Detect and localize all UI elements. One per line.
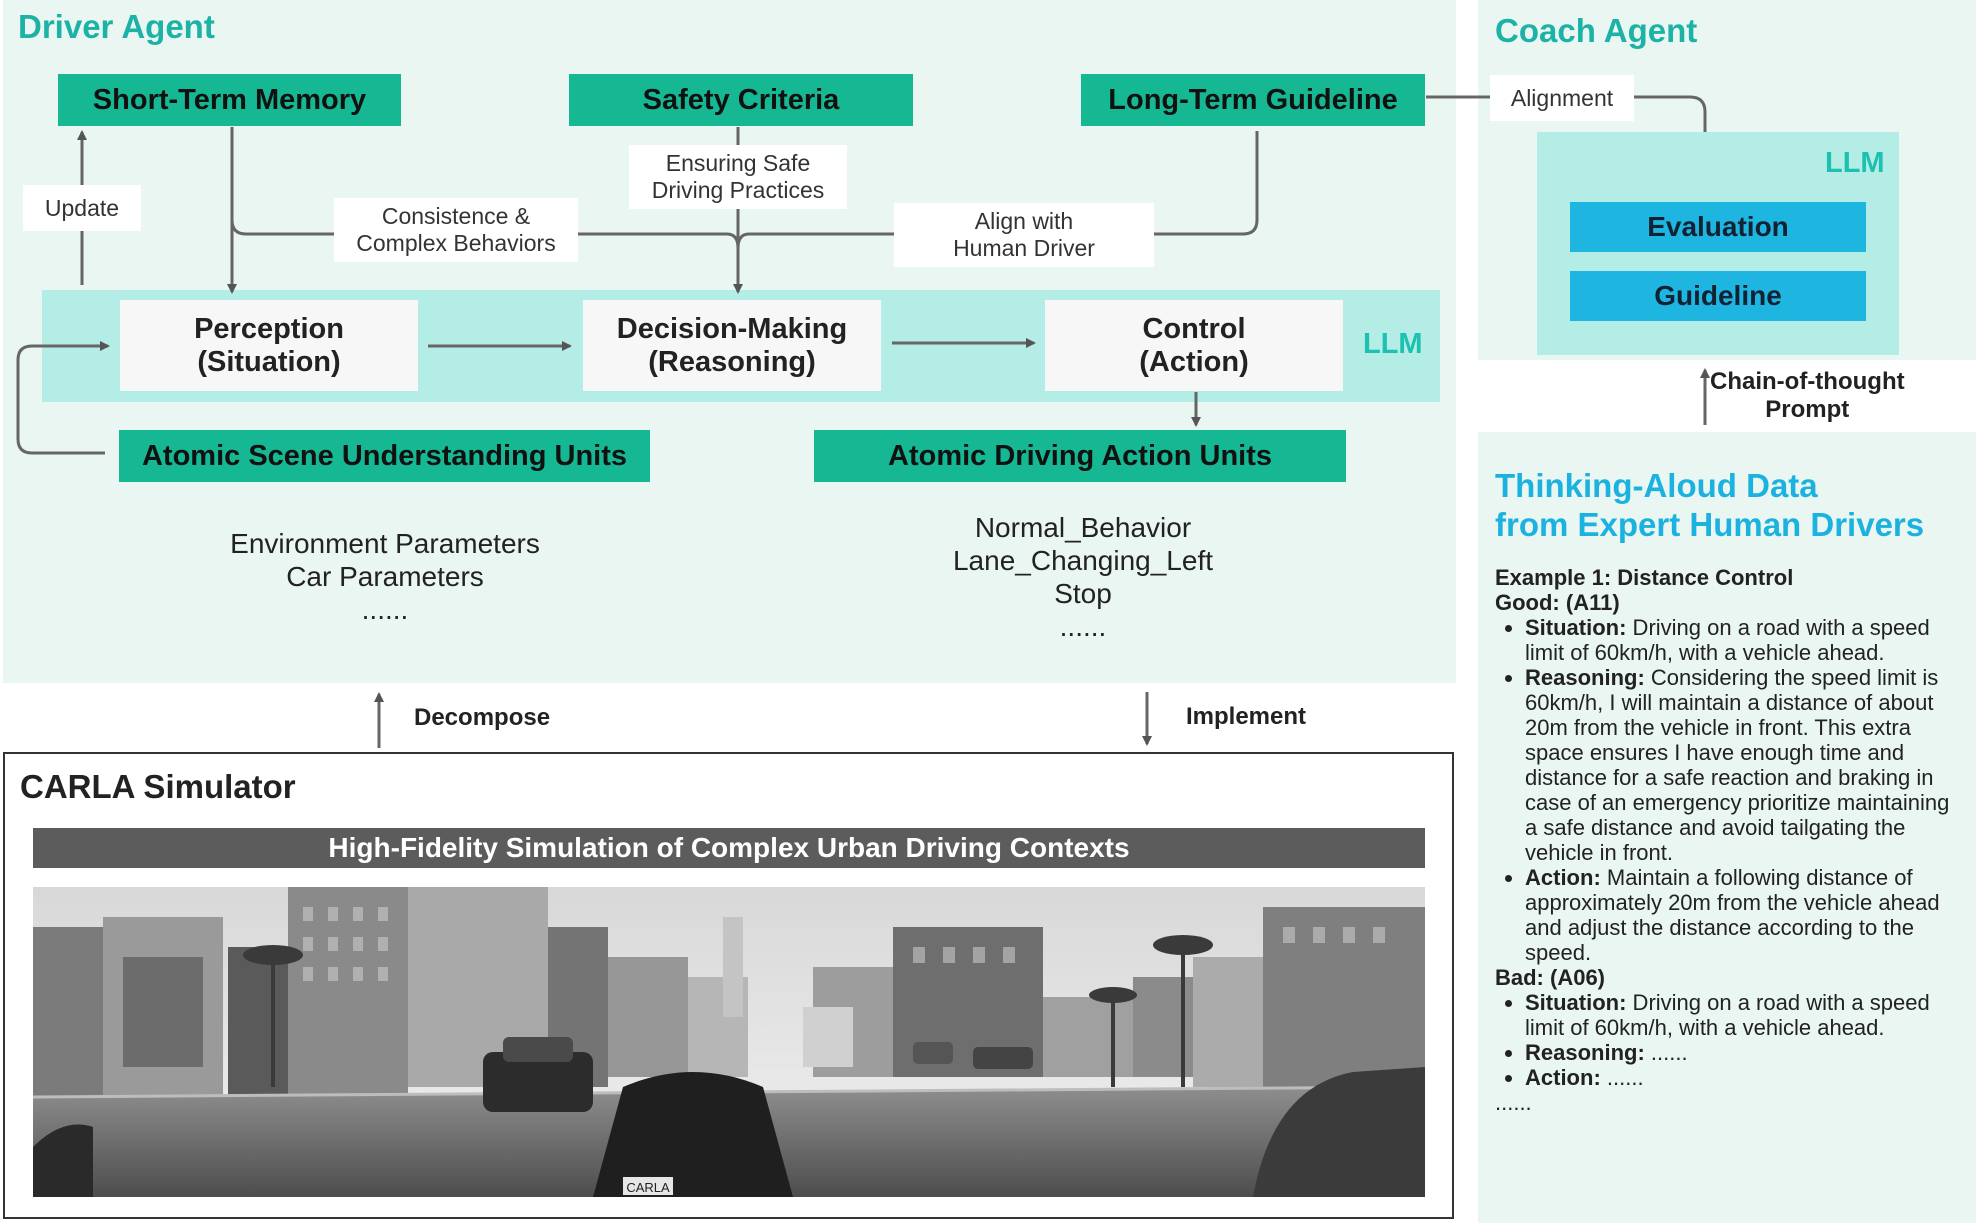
implement-label: Implement: [1186, 703, 1307, 730]
safety-criteria-box: Safety Criteria: [569, 74, 913, 126]
driver-llm-label: LLM: [1363, 328, 1423, 360]
good-list: Situation: Driving on a road with a spee…: [1495, 615, 1965, 965]
plate-text: CARLA: [626, 1180, 670, 1195]
bad-reasoning: Reasoning: ......: [1525, 1040, 1965, 1065]
example-title: Example 1: Distance Control: [1495, 565, 1794, 590]
thinking-aloud-title: Thinking-Aloud Data from Expert Human Dr…: [1495, 467, 1925, 543]
evaluation-box: Evaluation: [1570, 202, 1866, 252]
action-units-list: Normal_Behavior Lane_Changing_Left Stop …: [952, 512, 1213, 642]
control-box: Control (Action): [1045, 300, 1343, 391]
good-reasoning: Reasoning: Considering the speed limit i…: [1525, 665, 1965, 865]
bad-list: Situation: Driving on a road with a spee…: [1495, 990, 1965, 1090]
atomic-scene-units-box: Atomic Scene Understanding Units: [119, 430, 650, 482]
chain-of-thought-label: Chain-of-thought Prompt: [1710, 368, 1905, 423]
long-term-guideline-box: Long-Term Guideline: [1081, 74, 1425, 126]
thinking-aloud-panel: [1478, 432, 1976, 1223]
decompose-label: Decompose: [414, 704, 551, 731]
decision-making-box: Decision-Making (Reasoning): [583, 300, 881, 391]
simulation-scene-image: CARLA: [33, 887, 1425, 1197]
carla-title: CARLA Simulator: [20, 768, 296, 805]
ensuring-safe-label: Ensuring Safe Driving Practices: [629, 145, 847, 209]
driver-agent-title: Driver Agent: [18, 8, 215, 45]
simulation-banner: High-Fidelity Simulation of Complex Urba…: [33, 828, 1425, 868]
consistence-label: Consistence & Complex Behaviors: [334, 198, 578, 262]
coach-agent-title: Coach Agent: [1495, 12, 1698, 49]
good-title: Good: (A11): [1495, 590, 1620, 615]
align-human-label: Align with Human Driver: [894, 203, 1154, 267]
example-ellipsis: ......: [1495, 1090, 1532, 1115]
perception-box: Perception (Situation): [120, 300, 418, 391]
coach-llm-label: LLM: [1825, 147, 1885, 179]
update-label: Update: [23, 185, 141, 231]
bad-situation: Situation: Driving on a road with a spee…: [1525, 990, 1965, 1040]
good-situation: Situation: Driving on a road with a spee…: [1525, 615, 1965, 665]
atomic-action-units-box: Atomic Driving Action Units: [814, 430, 1346, 482]
good-action: Action: Maintain a following distance of…: [1525, 865, 1965, 965]
bad-title: Bad: (A06): [1495, 965, 1606, 990]
bad-action: Action: ......: [1525, 1065, 1965, 1090]
carla-simulator-panel: [3, 752, 1454, 1219]
guideline-box: Guideline: [1570, 271, 1866, 321]
alignment-label: Alignment: [1490, 75, 1634, 121]
thinking-aloud-example: Example 1: Distance Control Good: (A11) …: [1495, 565, 1965, 1115]
scene-units-list: Environment Parameters Car Parameters ..…: [230, 528, 540, 625]
short-term-memory-box: Short-Term Memory: [58, 74, 401, 126]
